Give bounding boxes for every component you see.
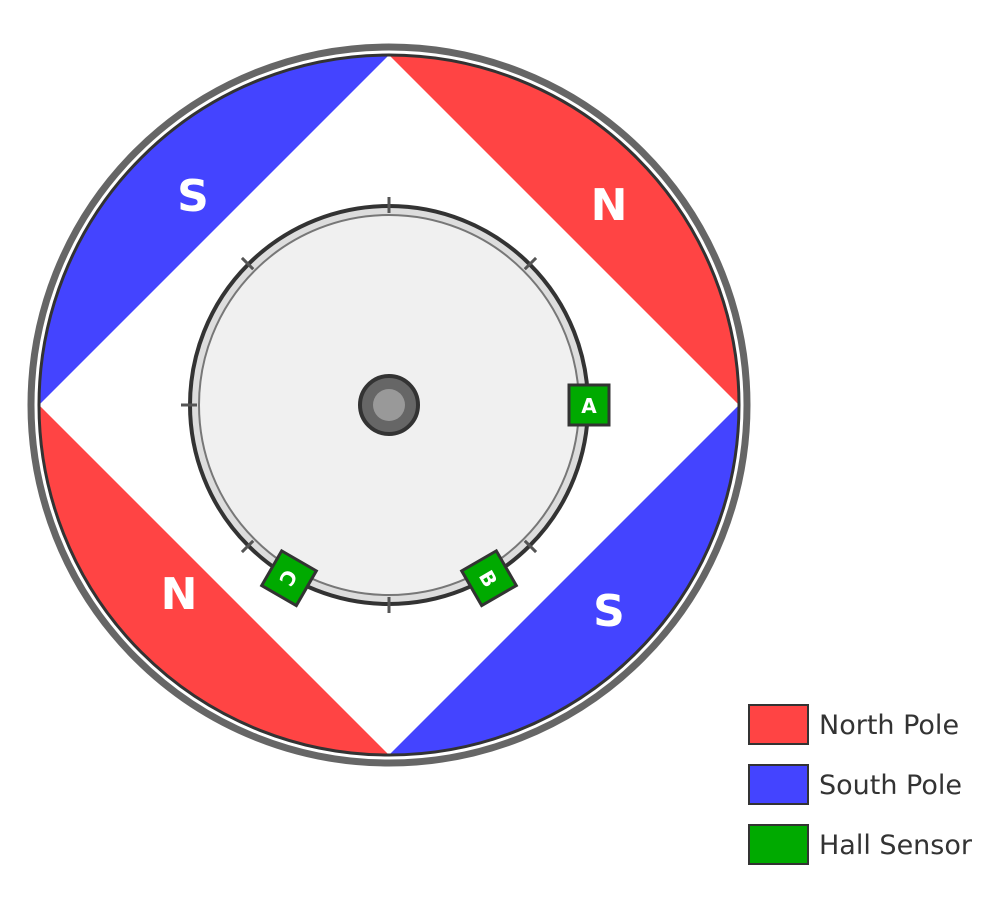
legend-swatch-sensor: [748, 824, 809, 865]
hall-sensor-b: B: [459, 548, 519, 608]
stator-inner-edge: [37, 53, 741, 757]
pole-label-n-top: N: [591, 180, 628, 231]
pole-label-s-top: S: [177, 171, 209, 222]
legend-item-sensor: Hall Sensor: [748, 824, 973, 865]
legend-swatch-north: [748, 704, 809, 745]
tick-mark: [240, 539, 255, 554]
legend-label-north: North Pole: [819, 710, 959, 741]
pole-label-n-bottom: N: [161, 569, 198, 620]
tick-mark: [240, 256, 255, 271]
legend-item-north: North Pole: [748, 704, 959, 745]
hall-sensor-c: C: [259, 548, 319, 608]
pole-south-top-left: [39, 55, 389, 405]
hall-sensor-body: [567, 383, 611, 427]
tick-mark: [523, 256, 538, 271]
pole-north-top-right: [389, 55, 739, 405]
legend-item-south: South Pole: [748, 764, 962, 805]
legend-swatch-south: [748, 764, 809, 805]
legend: North Pole South Pole Hall Sensor: [748, 704, 973, 865]
shaft: [358, 374, 420, 436]
hall-sensor-label: A: [581, 394, 597, 418]
pole-label-s-bottom: S: [593, 586, 625, 637]
legend-label-south: South Pole: [819, 770, 962, 801]
hall-sensor-a: A: [567, 383, 611, 427]
pole-north-bottom-left: [39, 405, 389, 755]
tick-mark: [523, 539, 538, 554]
hall-sensor-body: [459, 548, 519, 608]
legend-label-sensor: Hall Sensor: [819, 830, 973, 861]
hall-sensor-body: [259, 548, 319, 608]
pole-south-bottom-right: [389, 405, 739, 755]
